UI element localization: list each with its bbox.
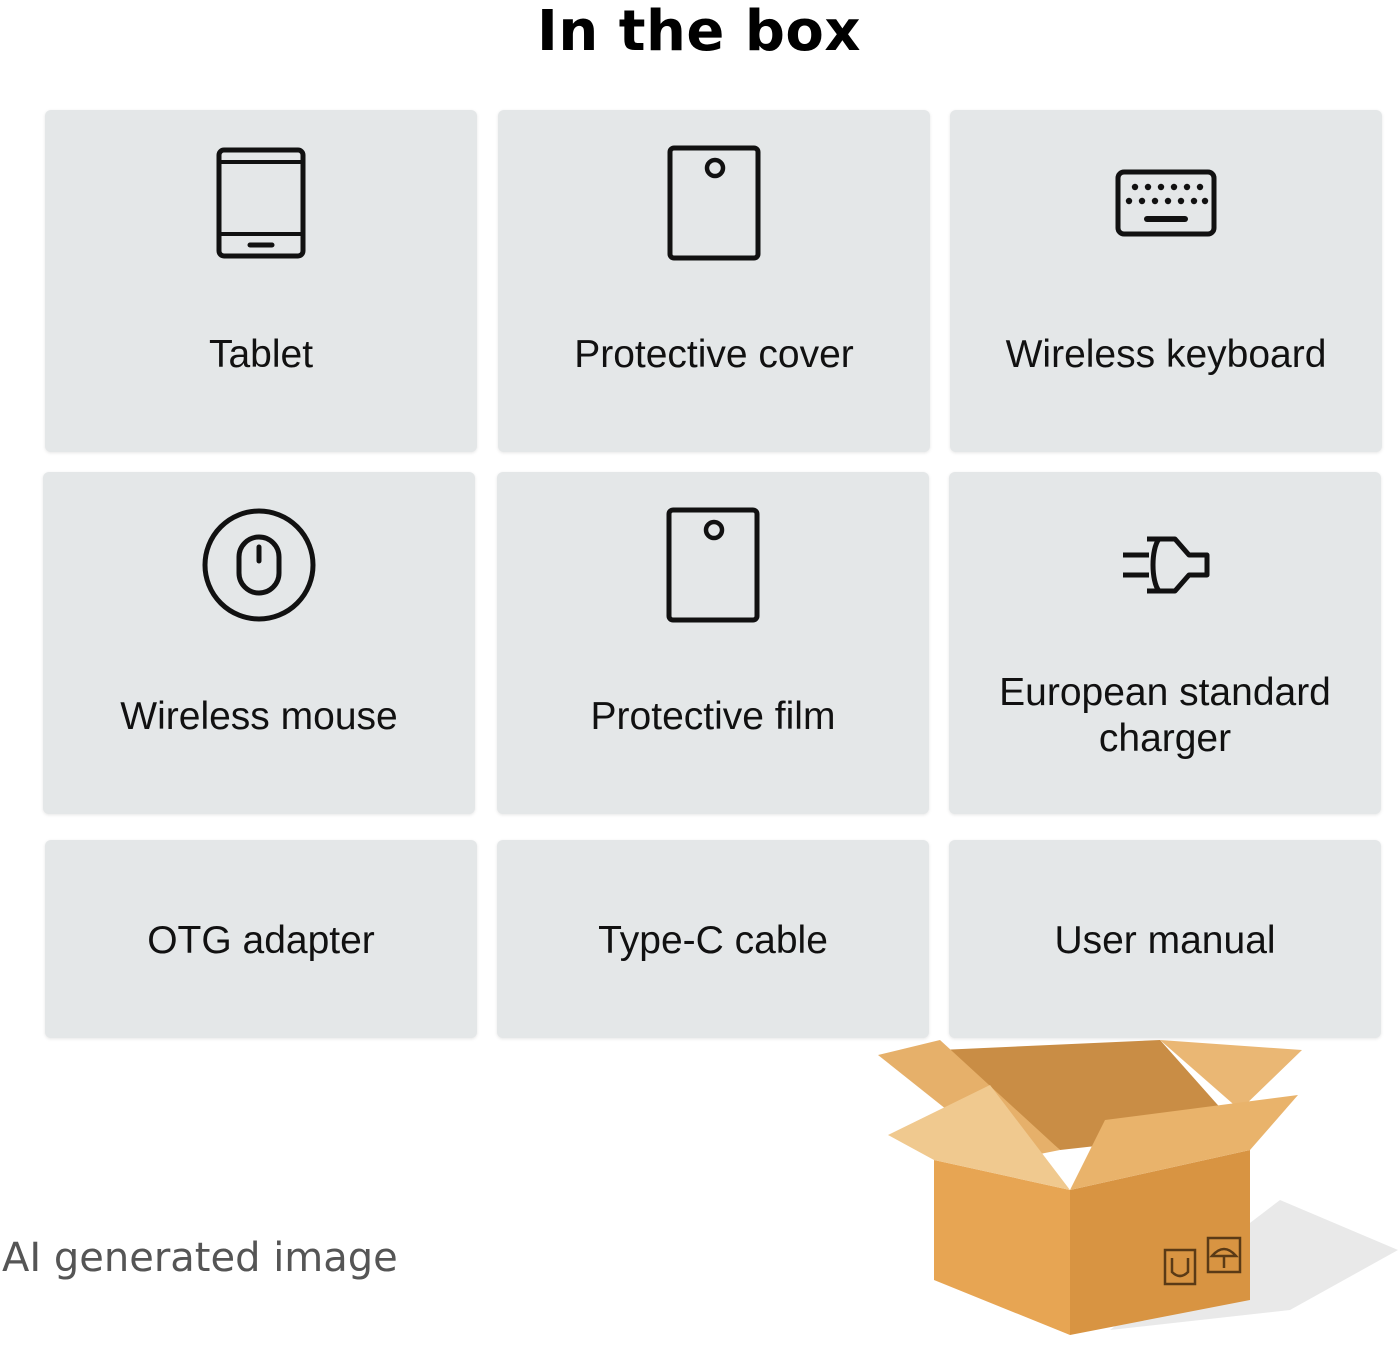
item-card-otg-adapter: OTG adapter	[45, 840, 477, 1038]
item-label: Wireless mouse	[120, 695, 398, 738]
item-card-type-c-cable: Type-C cable	[497, 840, 929, 1038]
item-card-tablet: Tablet	[45, 110, 477, 452]
item-label: European standard charger	[999, 671, 1331, 760]
item-label: OTG adapter	[147, 919, 375, 962]
ai-generated-note: AI generated image	[2, 1235, 398, 1281]
item-card-wireless-keyboard: Wireless keyboard	[950, 110, 1382, 452]
plug-icon	[949, 500, 1381, 630]
item-label: Wireless keyboard	[1005, 333, 1327, 376]
item-label: Protective film	[590, 695, 836, 738]
item-label: Type-C cable	[598, 919, 828, 962]
item-label: Protective cover	[574, 333, 854, 376]
protective-film-icon	[497, 500, 929, 630]
page-title: In the box	[537, 0, 861, 64]
cardboard-box-illustration	[860, 1010, 1398, 1345]
item-card-protective-film: Protective film	[497, 472, 929, 814]
item-card-protective-cover: Protective cover	[498, 110, 930, 452]
tablet-icon	[45, 138, 477, 268]
item-label: Tablet	[208, 333, 314, 376]
item-card-wireless-mouse: Wireless mouse	[43, 472, 475, 814]
keyboard-icon	[950, 138, 1382, 268]
item-label: User manual	[1054, 919, 1276, 962]
protective-cover-icon	[498, 138, 930, 268]
item-card-user-manual: User manual	[949, 840, 1381, 1038]
item-card-european-charger: European standard charger	[949, 472, 1381, 814]
mouse-icon	[43, 500, 475, 630]
